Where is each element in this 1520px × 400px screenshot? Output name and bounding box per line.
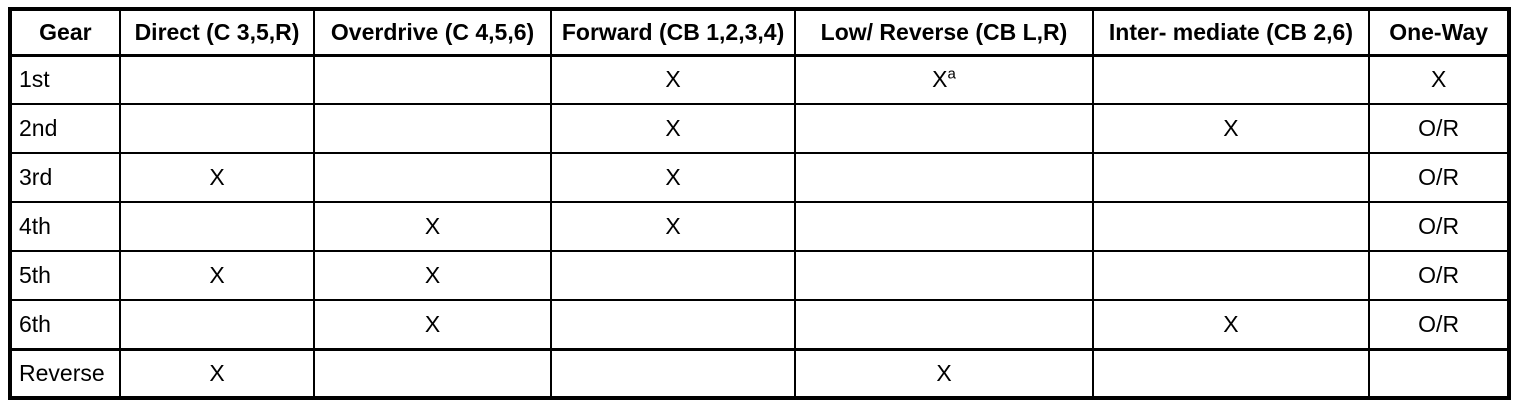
gear-cell: 1st: [9, 54, 121, 105]
application-cell: [794, 152, 1094, 203]
gear-cell: 3rd: [9, 152, 121, 203]
column-header-6: One-Way: [1368, 8, 1510, 57]
application-cell: [313, 103, 552, 154]
application-cell: [549, 347, 797, 399]
application-cell: X: [118, 250, 316, 301]
application-cell: [313, 347, 552, 399]
application-cell: X: [313, 201, 552, 252]
column-header-gear: Gear: [9, 8, 121, 57]
gear-cell: 2nd: [9, 103, 121, 154]
application-cell: X: [1091, 299, 1371, 350]
gear-cell: 6th: [9, 299, 121, 350]
application-cell: [794, 299, 1094, 350]
application-cell: [1091, 152, 1371, 203]
application-cell: [1091, 54, 1371, 105]
column-header-2: Overdrive (C 4,5,6): [313, 8, 552, 57]
application-cell: Xa: [794, 54, 1094, 105]
application-cell: X: [118, 347, 316, 399]
footnote-marker: a: [947, 65, 956, 83]
application-cell: X: [794, 347, 1094, 399]
application-cell: [1091, 347, 1371, 399]
application-cell: [794, 103, 1094, 154]
application-cell: X: [549, 54, 797, 105]
application-cell: X: [1091, 103, 1371, 154]
application-cell: X: [118, 152, 316, 203]
application-cell: X: [313, 299, 552, 350]
application-cell: [118, 103, 316, 154]
application-cell: X: [549, 152, 797, 203]
application-cell: [794, 250, 1094, 301]
application-cell: X: [313, 250, 552, 301]
gear-cell: 5th: [9, 250, 121, 301]
application-cell: [549, 299, 797, 350]
column-header-3: Forward (CB 1,2,3,4): [549, 8, 797, 57]
column-header-1: Direct (C 3,5,R): [118, 8, 316, 57]
application-cell: [1091, 250, 1371, 301]
application-cell: [1091, 201, 1371, 252]
application-cell: [794, 201, 1094, 252]
application-cell: [313, 54, 552, 105]
gear-cell: Reverse: [9, 347, 121, 399]
column-header-5: Inter- mediate (CB 2,6): [1091, 8, 1371, 57]
application-cell: [118, 299, 316, 350]
column-header-4: Low/ Reverse (CB L,R): [794, 8, 1094, 57]
application-cell: [118, 54, 316, 105]
application-cell: O/R: [1368, 250, 1510, 301]
application-cell: X: [549, 103, 797, 154]
application-cell: O/R: [1368, 299, 1510, 350]
gear-cell: 4th: [9, 201, 121, 252]
application-cell: X: [1368, 54, 1510, 105]
application-cell: [549, 250, 797, 301]
application-cell: O/R: [1368, 103, 1510, 154]
application-cell: [1368, 347, 1510, 399]
application-cell: [313, 152, 552, 203]
application-cell: X: [549, 201, 797, 252]
application-cell: O/R: [1368, 201, 1510, 252]
application-cell: [118, 201, 316, 252]
application-cell: O/R: [1368, 152, 1510, 203]
